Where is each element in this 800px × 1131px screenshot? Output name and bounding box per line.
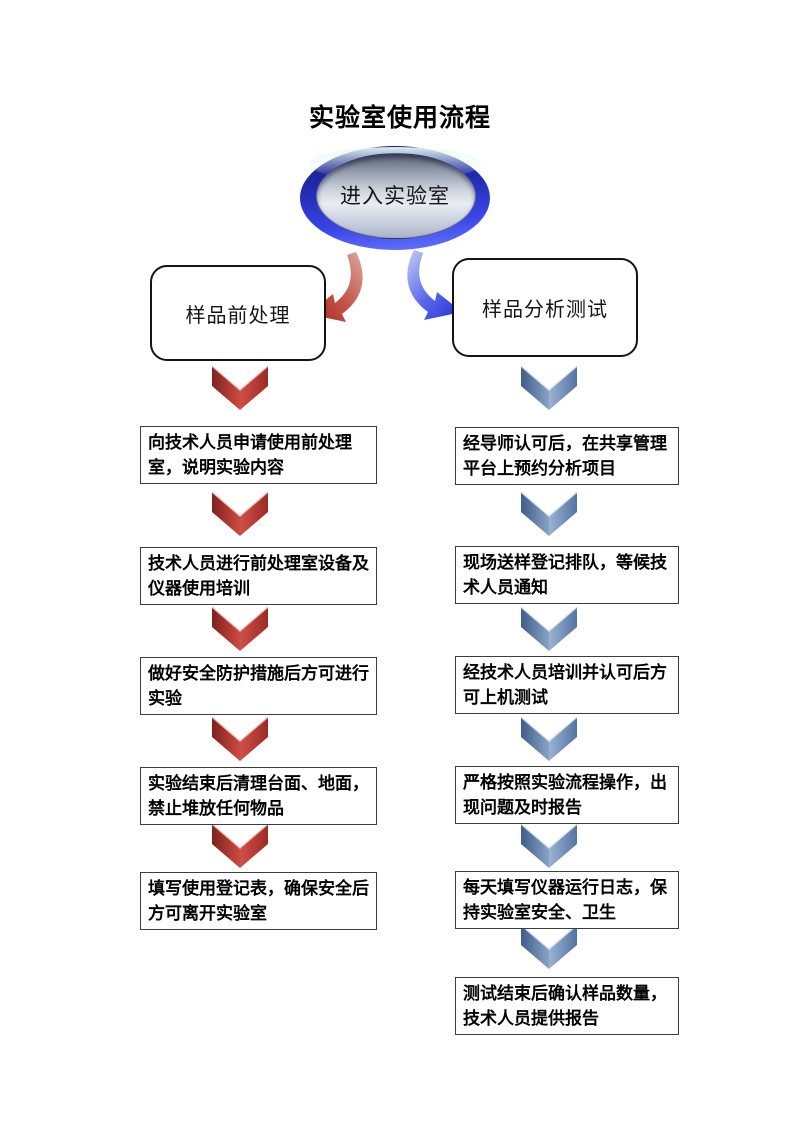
down-chevron-icon xyxy=(520,823,578,868)
down-chevron-icon xyxy=(520,491,578,536)
step-box: 实验结束后清理台面、地面，禁止堆放任何物品 xyxy=(140,767,377,825)
step-box: 做好安全防护措施后方可进行实验 xyxy=(140,657,377,715)
down-chevron-icon xyxy=(211,491,269,536)
down-chevron-icon xyxy=(520,716,578,761)
step-box: 技术人员进行前处理室设备及仪器使用培训 xyxy=(140,547,377,605)
step-box: 向技术人员申请使用前处理室，说明实验内容 xyxy=(140,426,377,484)
down-chevron-icon xyxy=(211,606,269,651)
step-box: 测试结束后确认样品数量，技术人员提供报告 xyxy=(455,977,679,1035)
curved-arrow-right-icon xyxy=(407,250,462,320)
down-chevron-icon xyxy=(211,716,269,761)
step-box: 严格按照实验流程操作，出现问题及时报告 xyxy=(455,766,679,824)
start-node: 进入实验室 xyxy=(300,146,490,254)
down-chevron-icon xyxy=(211,365,269,410)
down-chevron-icon xyxy=(520,924,578,969)
branch-header-pretreatment: 样品前处理 xyxy=(150,265,326,361)
down-chevron-icon xyxy=(211,823,269,868)
start-node-label: 进入实验室 xyxy=(340,184,450,208)
branch-header-analysis: 样品分析测试 xyxy=(452,258,638,357)
step-box: 经导师认可后，在共享管理平台上预约分析项目 xyxy=(455,427,679,485)
page-title: 实验室使用流程 xyxy=(308,104,491,132)
down-chevron-icon xyxy=(520,606,578,651)
step-box: 每天填写仪器运行日志，保持实验室安全、卫生 xyxy=(455,871,679,929)
step-box: 经技术人员培训并认可后方可上机测试 xyxy=(455,656,679,714)
down-chevron-icon xyxy=(520,365,578,410)
start-node-face xyxy=(316,153,476,239)
step-box: 填写使用登记表，确保安全后方可离开实验室 xyxy=(140,872,377,930)
step-box: 现场送样登记排队，等候技术人员通知 xyxy=(455,546,679,604)
